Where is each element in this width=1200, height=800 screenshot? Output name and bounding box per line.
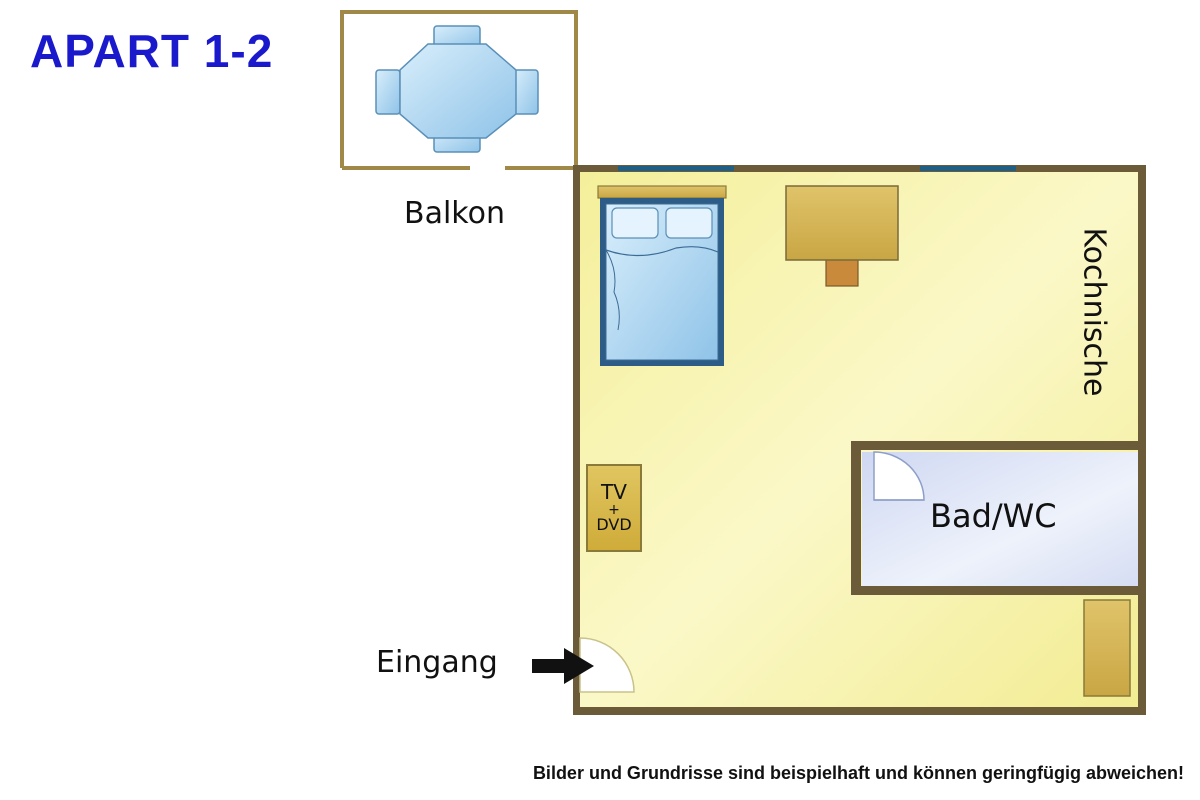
bed-icon xyxy=(597,185,727,366)
entrance-door-swing-icon xyxy=(579,637,635,693)
tv-label: TV xyxy=(601,479,627,504)
outer-walls xyxy=(573,165,1146,715)
bathroom-door-swing-icon xyxy=(873,451,925,501)
kitchenette-label: Kochnische xyxy=(1076,227,1112,397)
entrance-arrow-icon xyxy=(532,648,594,684)
disclaimer: Bilder und Grundrisse sind beispielhaft … xyxy=(532,763,1184,783)
table-icon xyxy=(785,185,899,287)
tv-plus-label: + xyxy=(608,501,620,518)
page-title: APART 1-2 xyxy=(30,25,274,77)
balcony-table-icon xyxy=(375,25,539,153)
bathroom-walls xyxy=(851,441,1145,595)
cabinet-icon xyxy=(1083,599,1131,697)
entrance-label: Eingang xyxy=(376,645,498,680)
bathroom-label: Bad/WC xyxy=(930,497,1057,535)
dvd-label: DVD xyxy=(596,515,632,535)
tv-dvd-unit: TV + DVD xyxy=(586,464,642,552)
balcony xyxy=(340,10,578,170)
windows xyxy=(618,166,1016,171)
balcony-label: Balkon xyxy=(404,196,505,231)
